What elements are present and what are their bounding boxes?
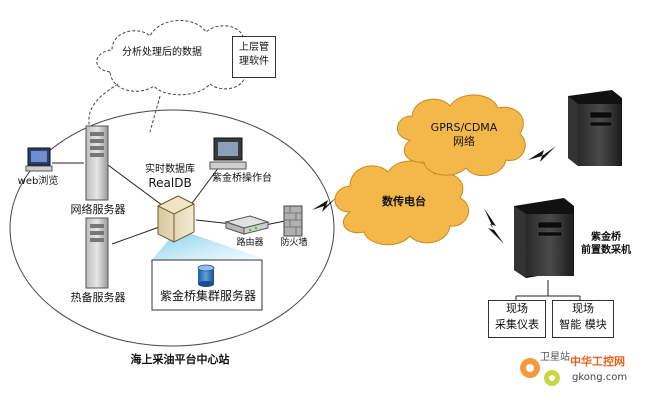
lightning-icon-gprs	[528, 146, 556, 162]
router-label: 路由器	[236, 238, 264, 248]
network-server-icon	[85, 125, 109, 201]
operator-pc-icon	[209, 137, 247, 170]
analysis-data-label: 分析处理后的数据	[122, 47, 202, 58]
analysis-cloud-shape	[96, 19, 258, 96]
router-icon	[224, 215, 270, 235]
gprs-cloud-shape	[397, 94, 526, 176]
mgmt-software-line1: 上层管	[239, 42, 269, 53]
gprs-network-label: 网络	[453, 135, 475, 148]
field-device-2-line1: 现场	[572, 302, 594, 315]
center-station-title: 海上采油平台中心站	[130, 353, 230, 366]
lightning-icon-radio	[484, 208, 504, 244]
radio-cloud-shape	[334, 160, 470, 246]
firewall-label: 防火墙	[280, 238, 308, 248]
watermark-line1: 卫星站	[540, 352, 570, 363]
realtime-db-label: 实时数据库	[145, 164, 195, 175]
web-pc-label: web浏览	[17, 176, 59, 187]
field-links	[515, 280, 581, 300]
field-device-2-line2: 智能 模块	[559, 318, 607, 331]
mgmt-software-line2: 理软件	[239, 56, 269, 67]
cluster-server-label: 紫金桥集群服务器	[159, 289, 257, 303]
gprs-label: GPRS/CDMA	[430, 121, 498, 134]
realdb-label: RealDB	[148, 176, 192, 190]
web-pc-icon	[25, 147, 53, 172]
wireless-links	[312, 146, 556, 244]
collector-sublabel: 前置数采机	[581, 245, 631, 256]
standby-server-icon	[85, 217, 109, 289]
field-device-1-line1: 现场	[506, 302, 528, 315]
field-device-box-2	[552, 300, 614, 338]
database-cylinder-icon	[197, 264, 215, 287]
watermark-domain: gkong.com	[572, 372, 628, 383]
field-device-box-1	[488, 300, 546, 338]
watermark-brand: 中华工控网	[570, 355, 625, 368]
firewall-icon	[283, 205, 303, 237]
field-device-1-line2: 采集仪表	[495, 318, 539, 331]
realdb-server-icon	[156, 195, 196, 243]
operator-pc-label: 紫金桥操作台	[212, 173, 272, 184]
link-cloud-to-station	[149, 95, 161, 133]
standby-server-label: 热备服务器	[70, 291, 126, 304]
lightning-icon-station	[312, 196, 338, 212]
link-cloud-to-station-2	[88, 83, 119, 131]
gprs-server-tower-icon	[568, 90, 622, 166]
mgmt-software-box	[232, 36, 276, 78]
radio-station-label: 数传电台	[382, 195, 426, 208]
network-server-label: 网络服务器	[70, 203, 126, 216]
collector-label: 紫金桥	[591, 232, 621, 243]
center-station-ellipse	[9, 109, 335, 347]
collector-tower-icon	[514, 198, 574, 278]
watermark-gear-icon	[520, 358, 560, 386]
